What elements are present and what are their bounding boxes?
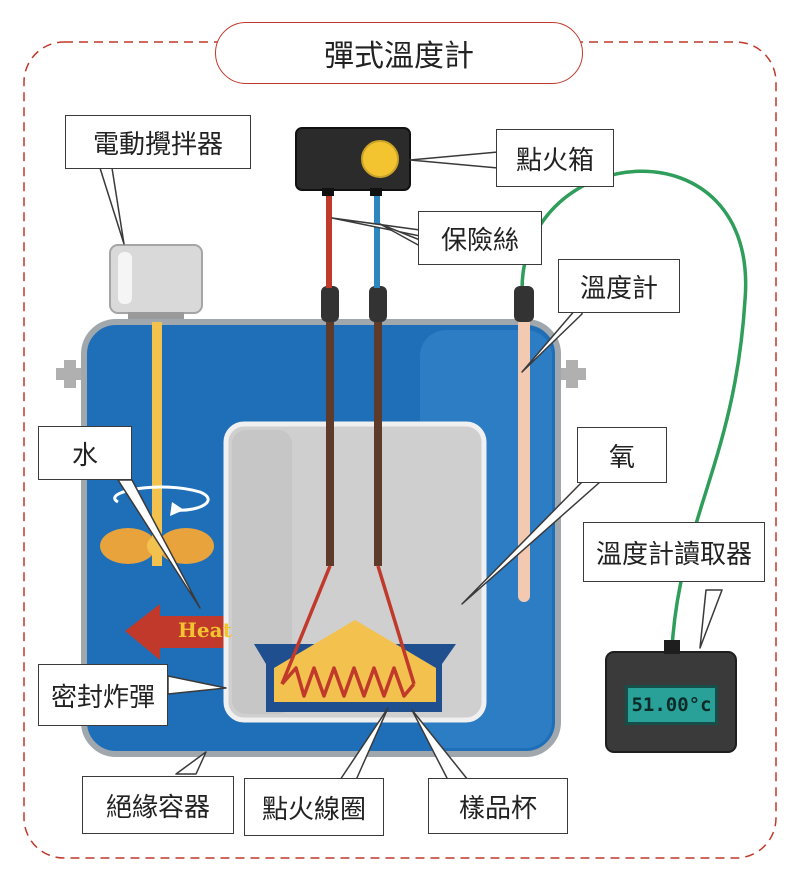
electrode-cap-left: [321, 286, 339, 322]
label-ignition-coil: 點火線圈: [244, 778, 384, 836]
coil-wire-right: [376, 565, 416, 685]
diagram-title: 彈式溫度計: [215, 22, 583, 84]
label-sample-cup: 樣品杯: [428, 778, 568, 834]
stir-rotation-head: [170, 502, 184, 516]
label-insulated-container: 絕緣容器: [82, 776, 234, 834]
heat-arrow: [125, 604, 248, 660]
fuse-wire-blue: [374, 190, 380, 288]
reader-display: 51.00°c: [625, 685, 718, 725]
ignition-button: [361, 140, 399, 178]
label-reader: 溫度計讀取器: [583, 522, 765, 582]
clamp-right-knob: [566, 360, 578, 388]
clamp-left-knob: [64, 360, 76, 388]
callout-lines: [99, 151, 723, 781]
label-water: 水: [38, 426, 132, 480]
label-fuse: 保險絲: [418, 211, 542, 265]
bomb-shade: [232, 430, 292, 714]
fuse-wire-red: [326, 190, 332, 288]
electrode-left: [326, 322, 334, 566]
label-oxygen: 氧: [577, 427, 667, 483]
label-ignition-box: 點火箱: [496, 129, 614, 187]
electrode-right: [374, 322, 382, 566]
reader-connector: [664, 640, 680, 654]
ignition-coil: [280, 666, 416, 698]
coil-wire-left: [280, 565, 332, 685]
label-bomb: 密封炸彈: [38, 664, 168, 726]
thermometer-tube: [518, 312, 530, 602]
label-thermometer: 溫度計: [558, 259, 680, 313]
label-stirrer: 電動攪拌器: [65, 115, 251, 169]
stirrer-motor-shine: [118, 252, 132, 304]
heat-label: Heat: [178, 618, 232, 642]
ignition-box-foot-right: [370, 188, 382, 196]
stirrer-shaft: [152, 322, 162, 566]
stirrer-blade-left: [100, 528, 156, 564]
stir-rotation-arrow: [113, 485, 210, 512]
sample: [274, 620, 436, 702]
thermometer-top: [514, 286, 534, 322]
electrode-cap-right: [369, 286, 387, 322]
ignition-box-foot-left: [322, 188, 334, 196]
